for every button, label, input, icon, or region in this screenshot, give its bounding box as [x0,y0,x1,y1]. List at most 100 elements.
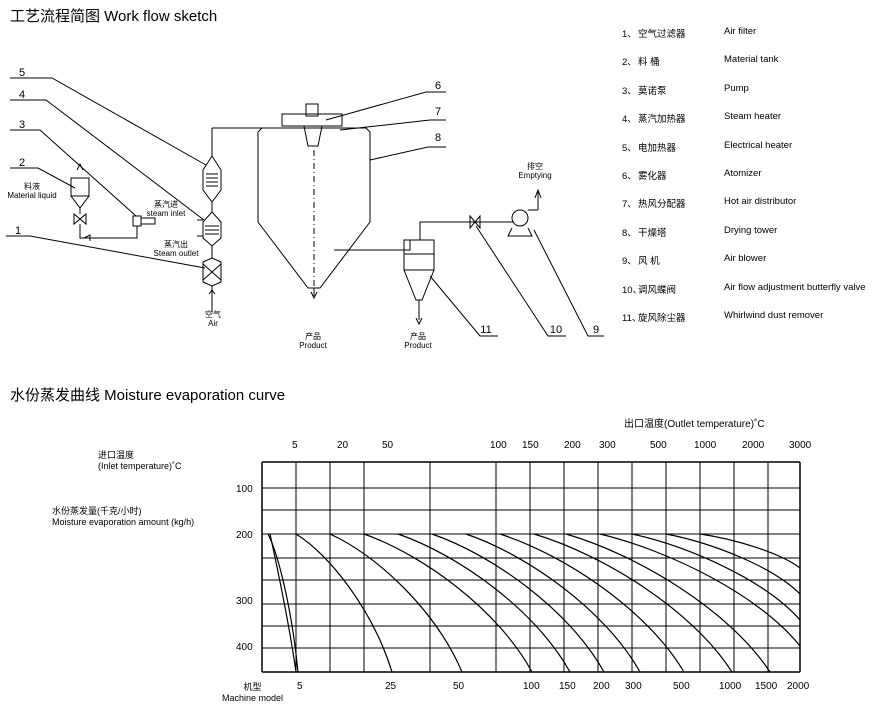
legend-en: Air blower [724,253,767,265]
callout-4: 4 [18,89,26,101]
callout-6: 6 [434,80,442,92]
evaporation-curve [295,533,393,673]
legend-zh: 莫诺泵 [638,85,667,97]
callout-leaders [6,77,604,337]
workflow-title: 工艺流程简图 Work flow sketch [10,8,218,25]
legend-num: 9、 [622,256,637,268]
bottom-tick: 200 [593,681,610,692]
top-tick: 1000 [694,440,717,451]
legend-zh: 空气过滤器 [638,29,686,40]
top-tick: 50 [382,440,394,451]
legend-zh: 雾化器 [638,170,667,182]
left-tick: 100 [236,484,253,495]
legend-en: Material tank [724,54,779,66]
left-tick: 300 [236,596,253,607]
legend-num: 2、 [622,57,637,69]
evaporation-curve [329,533,463,673]
top-tick: 150 [522,440,539,451]
legend-num: 11、 [622,312,642,324]
curve-title: 水份蒸发曲线 Moisture evaporation curve [10,387,286,404]
evaporation-curve [699,533,801,569]
evap-amount-label: 水份蒸发量(千克/小时)Moisture evaporation amount … [52,506,195,527]
legend-zh: 电加热器 [638,142,677,154]
evaporation-curve [397,533,571,673]
top-tick: 300 [599,440,616,451]
legend-num: 6、 [622,170,637,182]
evaporation-curve [533,533,733,673]
bottom-tick: 500 [673,681,690,692]
evaporation-curve [631,533,801,621]
legend-item: 2、料 桶 Material tank [622,54,884,82]
evaporation-curve [465,533,641,673]
pump [132,215,156,227]
legend-item: 11、旋风除尘器 Whirlwind dust remover [622,310,884,338]
legend-en: Air flow adjustment butterfly valve [724,281,866,293]
legend-en: Pump [724,82,749,94]
workflow-legend: 1、空气过滤器 Air filter 2、料 桶 Material tank 3、莫诺泵… [622,26,884,338]
cyclone [403,221,480,320]
blower-line [469,188,542,237]
callout-2: 2 [18,157,26,169]
material-tank [70,177,138,239]
legend-zh: 干燥塔 [638,227,667,239]
bottom-tick: 100 [523,681,540,692]
legend-num: 7、 [622,199,637,211]
evaporation-curve [499,533,685,673]
callout-11: 11 [480,324,492,336]
legend-item: 10、调风蝶阀 Air flow adjustment butterfly val… [622,282,884,310]
legend-zh: 调风蝶阀 [638,284,677,296]
legend-en: Electrical heater [724,139,793,151]
callout-1: 1 [14,225,22,237]
left-tick: 400 [236,642,253,653]
drying-tower [257,103,411,296]
evaporation-curve [599,533,801,647]
outlet-temp-label: 出口温度(Outlet temperature)˚C [624,419,765,430]
callout-7: 7 [434,106,442,118]
evaporation-curve [665,533,801,595]
legend-num: 1、 [622,29,637,40]
legend-item: 3、莫诺泵 Pump [622,83,884,111]
inlet-temp-label: 进口温度(Inlet temperature)˚C [98,450,182,471]
bottom-tick: 2000 [787,681,810,692]
legend-num: 3、 [622,85,637,97]
top-tick: 2000 [742,440,765,451]
legend-en: Air filter [724,26,757,37]
legend-zh: 料 桶 [638,57,660,69]
top-tick: 20 [337,440,349,451]
callout-5: 5 [18,67,26,79]
bottom-tick: 50 [453,681,465,692]
evaporation-curve [267,533,299,673]
legend-zh: 蒸汽加热器 [638,114,686,126]
legend-item: 1、空气过滤器 Air filter [622,26,884,54]
legend-en: Whirlwind dust remover [724,309,824,321]
legend-num: 10、 [622,284,643,296]
left-tick: 200 [236,530,253,541]
top-tick: 200 [564,440,581,451]
bottom-tick: 5 [297,681,303,692]
legend-en: Steam heater [724,111,782,123]
evaporation-curve [565,533,771,673]
evaporation-curve [431,533,605,673]
callout-10: 10 [549,324,563,336]
legend-zh: 旋风除尘器 [638,312,686,324]
bottom-tick: 150 [559,681,576,692]
bottom-tick: 1500 [755,681,778,692]
bottom-tick: 25 [385,681,397,692]
legend-en: Drying tower [724,224,778,236]
bottom-tick: 1000 [719,681,742,692]
top-tick: 500 [650,440,667,451]
